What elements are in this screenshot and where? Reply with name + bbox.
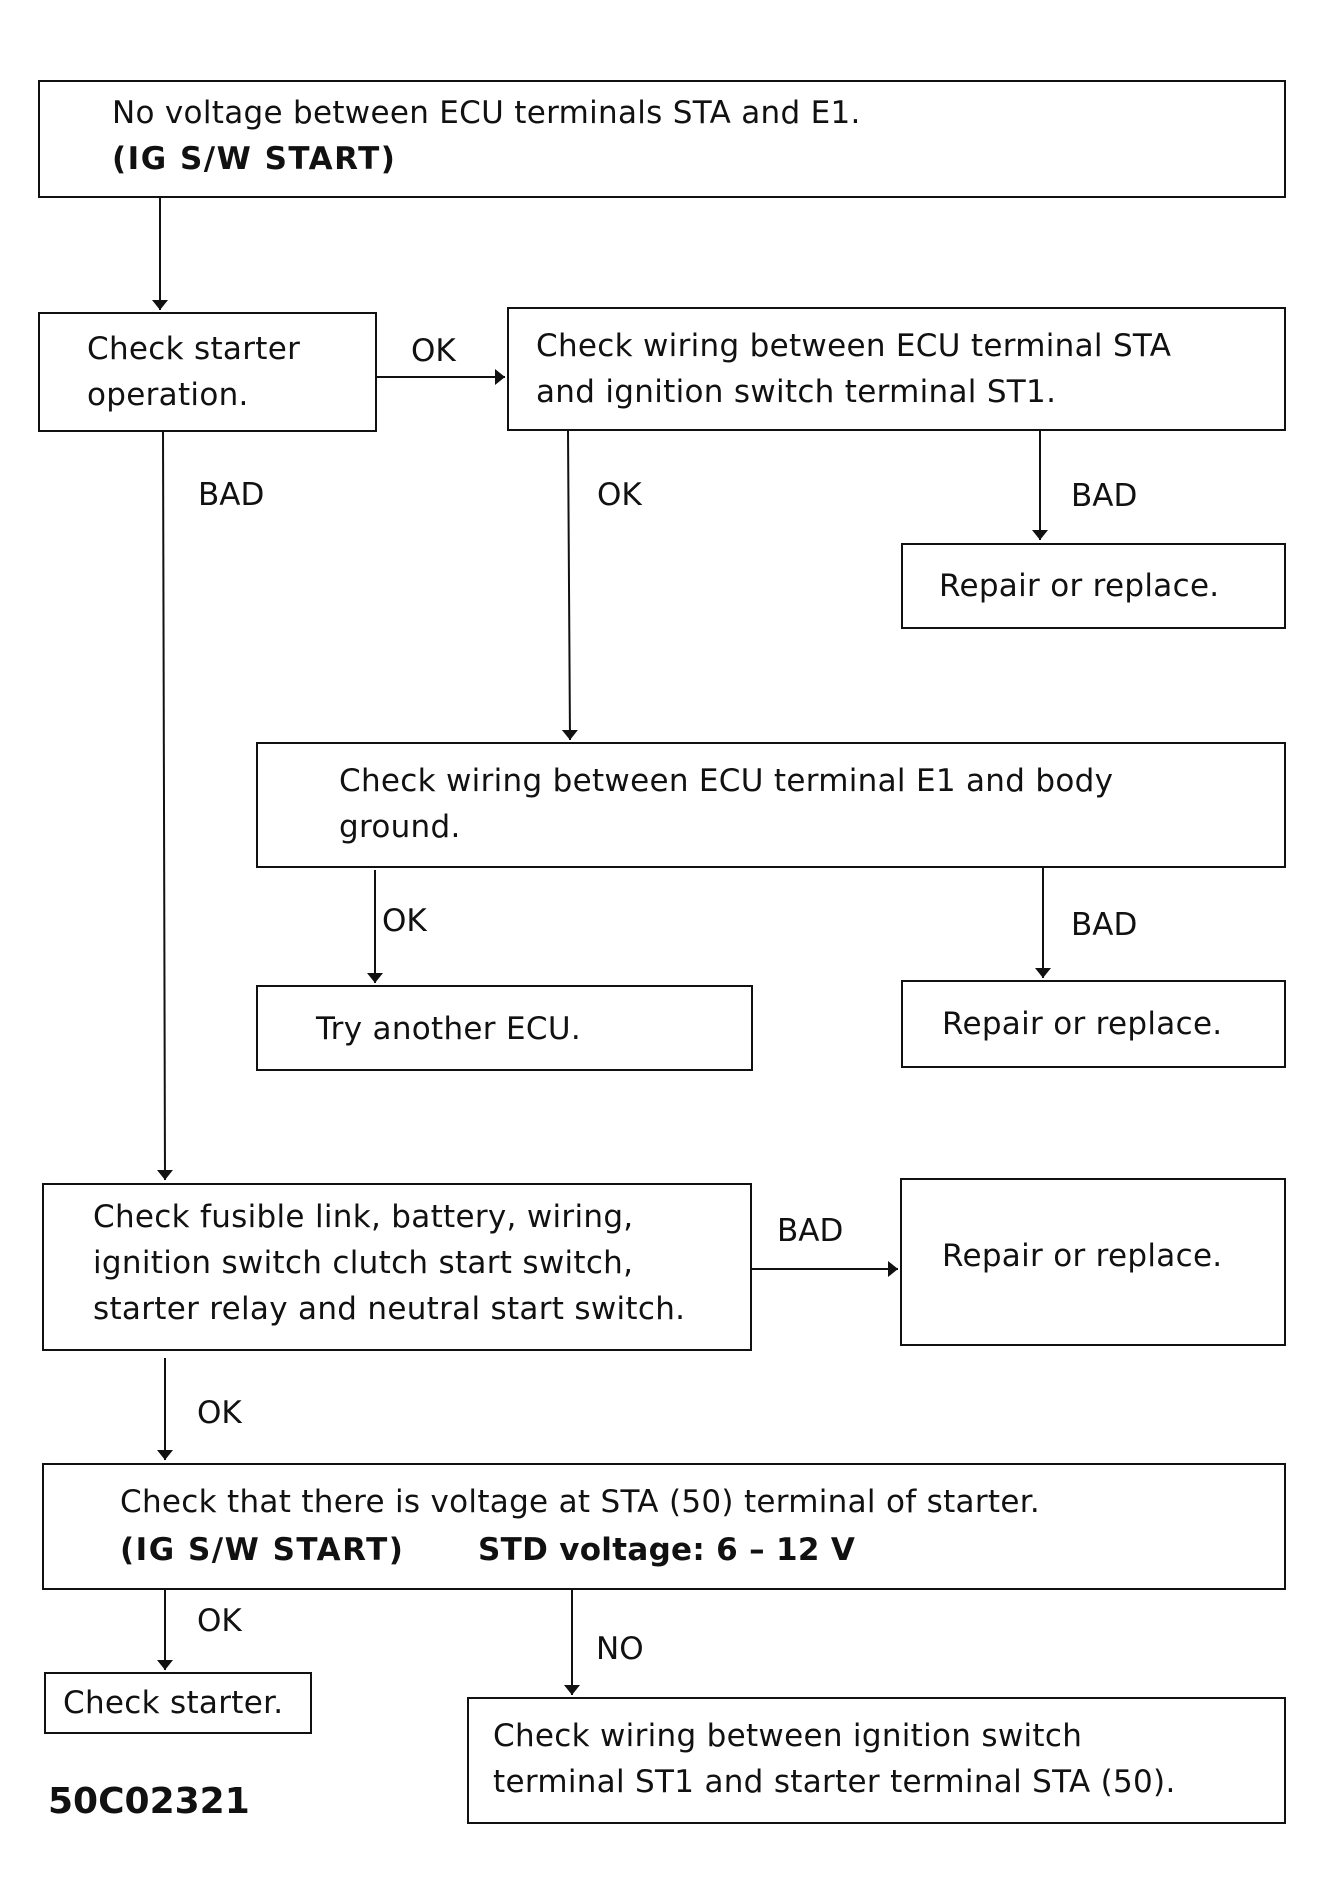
label-fusible-bad: BAD [777,1213,844,1249]
check-wiring-st1-sta50-text: Check wiring between ignition switch [493,1718,1083,1754]
check-wiring-st1-sta50-text-2: terminal ST1 and starter terminal STA (5… [493,1764,1176,1800]
check-wiring-sta-st1-box: Check wiring between ECU terminal STA an… [507,307,1286,431]
check-starter-operation-box: Check starter operation. [38,312,377,432]
try-another-ecu-box: Try another ECU. [256,985,753,1071]
repair-or-replace-text-1: Repair or replace. [939,568,1220,604]
check-wiring-st1-sta50-box: Check wiring between ignition switch ter… [467,1697,1286,1824]
label-voltage-no: NO [596,1631,644,1667]
edge-sta-wiring-ok [561,430,578,741]
figure-code: 50C02321 [48,1781,250,1822]
check-fusible-link-text: Check fusible link, battery, wiring, [93,1199,634,1235]
check-voltage-sta50-text: Check that there is voltage at STA (50) … [120,1484,1041,1520]
check-fusible-link-text-2: ignition switch clutch start switch, [93,1245,634,1281]
start-condition-box: No voltage between ECU terminals STA and… [38,80,1286,198]
label-fusible-ok: OK [197,1395,242,1431]
label-starter-ok: OK [411,333,456,369]
edge-starter-bad [156,430,173,1181]
label-voltage-ok: OK [197,1603,242,1639]
label-e1-ok: OK [382,903,427,939]
check-voltage-sta50-std-voltage: STD voltage: 6 – 12 V [478,1532,856,1568]
repair-or-replace-text-2: Repair or replace. [942,1006,1223,1042]
label-sta-wiring-bad: BAD [1071,478,1138,514]
check-starter-operation-text-2: operation. [87,377,249,413]
check-wiring-sta-st1-text-2: and ignition switch terminal ST1. [536,374,1057,410]
check-starter-operation-text: Check starter [87,331,301,367]
check-wiring-e1-ground-box: Check wiring between ECU terminal E1 and… [256,742,1286,868]
check-starter-text: Check starter. [63,1685,284,1721]
check-fusible-link-box: Check fusible link, battery, wiring, ign… [42,1183,752,1351]
try-another-ecu-text: Try another ECU. [316,1011,581,1047]
label-starter-bad: BAD [198,477,265,513]
repair-or-replace-box-2: Repair or replace. [901,980,1286,1068]
check-voltage-sta50-box: Check that there is voltage at STA (50) … [42,1463,1286,1590]
repair-or-replace-text-3: Repair or replace. [942,1238,1223,1274]
check-wiring-e1-ground-text: Check wiring between ECU terminal E1 and… [339,763,1114,799]
check-voltage-sta50-condition: (IG S/W START) [120,1532,405,1568]
start-condition-subtext: (IG S/W START) [112,141,397,177]
check-wiring-sta-st1-text: Check wiring between ECU terminal STA [536,328,1172,364]
label-sta-wiring-ok: OK [597,477,642,513]
label-e1-bad: BAD [1071,907,1138,943]
check-starter-box: Check starter. [44,1672,312,1734]
repair-or-replace-box-1: Repair or replace. [901,543,1286,629]
check-wiring-e1-ground-text-2: ground. [339,809,461,845]
start-condition-text: No voltage between ECU terminals STA and… [112,95,861,131]
repair-or-replace-box-3: Repair or replace. [900,1178,1286,1346]
check-fusible-link-text-3: starter relay and neutral start switch. [93,1291,686,1327]
